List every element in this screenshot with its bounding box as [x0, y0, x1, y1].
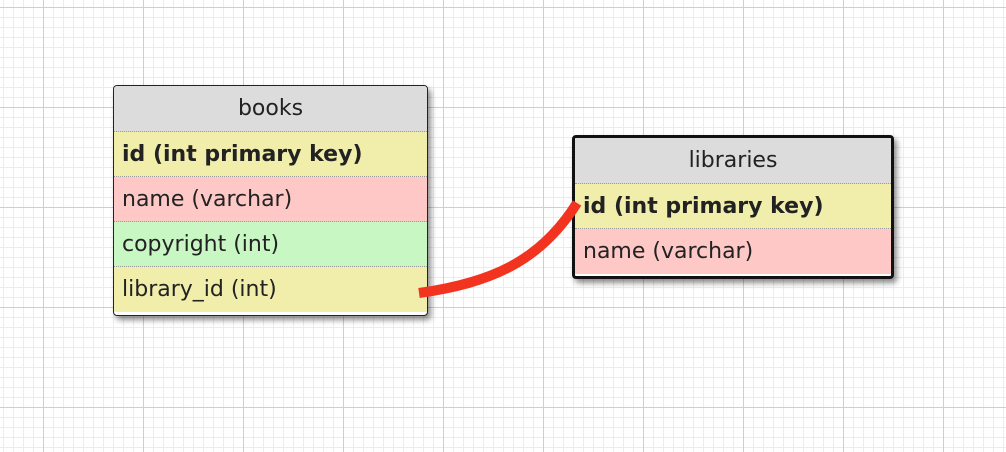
column-libraries-name[interactable]: name (varchar)	[575, 229, 891, 274]
table-libraries[interactable]: libraries id (int primary key) name (var…	[572, 135, 894, 279]
column-libraries-id[interactable]: id (int primary key)	[575, 184, 891, 229]
table-libraries-header[interactable]: libraries	[575, 138, 891, 184]
column-books-id[interactable]: id (int primary key)	[114, 132, 427, 177]
table-books-header[interactable]: books	[114, 86, 427, 132]
column-books-library-id[interactable]: library_id (int)	[114, 267, 427, 312]
relationship-line[interactable]	[418, 200, 582, 298]
column-books-copyright[interactable]: copyright (int)	[114, 222, 427, 267]
column-books-name[interactable]: name (varchar)	[114, 177, 427, 222]
table-books[interactable]: books id (int primary key) name (varchar…	[113, 85, 428, 316]
